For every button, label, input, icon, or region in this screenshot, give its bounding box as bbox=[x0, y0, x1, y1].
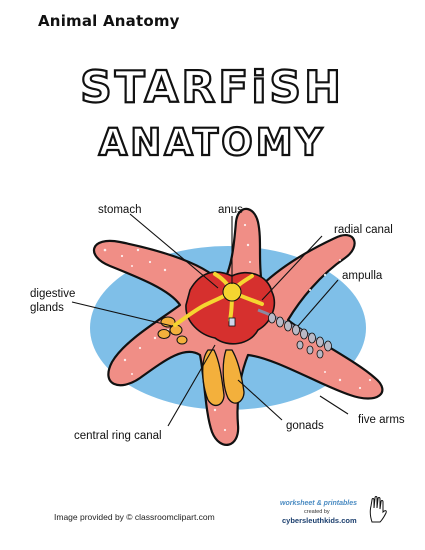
gonads bbox=[202, 349, 245, 407]
label-digestive-glands-1: digestive bbox=[30, 288, 76, 300]
label-gonads: gonads bbox=[286, 420, 324, 432]
label-anus: anus bbox=[218, 204, 243, 216]
title-art: STARFiSH ANATOMY bbox=[79, 61, 344, 165]
brand-site: cybersleuthkids.com bbox=[282, 516, 357, 525]
label-stomach: stomach bbox=[98, 204, 142, 216]
label-digestive-glands-2: glands bbox=[30, 302, 64, 314]
brand-created-by: created by bbox=[304, 509, 330, 515]
hand-icon bbox=[369, 496, 387, 523]
brand-tagline: worksheet & printables bbox=[280, 500, 358, 507]
leader-lines bbox=[71, 213, 349, 427]
title-line2: ANATOMY bbox=[99, 121, 326, 164]
label-five-arms: five arms bbox=[358, 414, 405, 426]
title-line1: STARFiSH bbox=[80, 62, 344, 113]
skin-texture bbox=[103, 223, 372, 432]
label-central-ring-canal: central ring canal bbox=[74, 430, 162, 442]
label-radial-canal: radial canal bbox=[334, 224, 393, 236]
image-credit: Image provided by © classroomclipart.com bbox=[54, 512, 215, 522]
central-ring bbox=[222, 282, 242, 302]
brand-logo: worksheet & printables created by cybers… bbox=[270, 488, 390, 536]
ampullae bbox=[268, 312, 332, 359]
label-ampulla: ampulla bbox=[342, 270, 383, 282]
worksheet-category: Animal Anatomy bbox=[38, 12, 180, 30]
anus-opening bbox=[228, 317, 236, 327]
